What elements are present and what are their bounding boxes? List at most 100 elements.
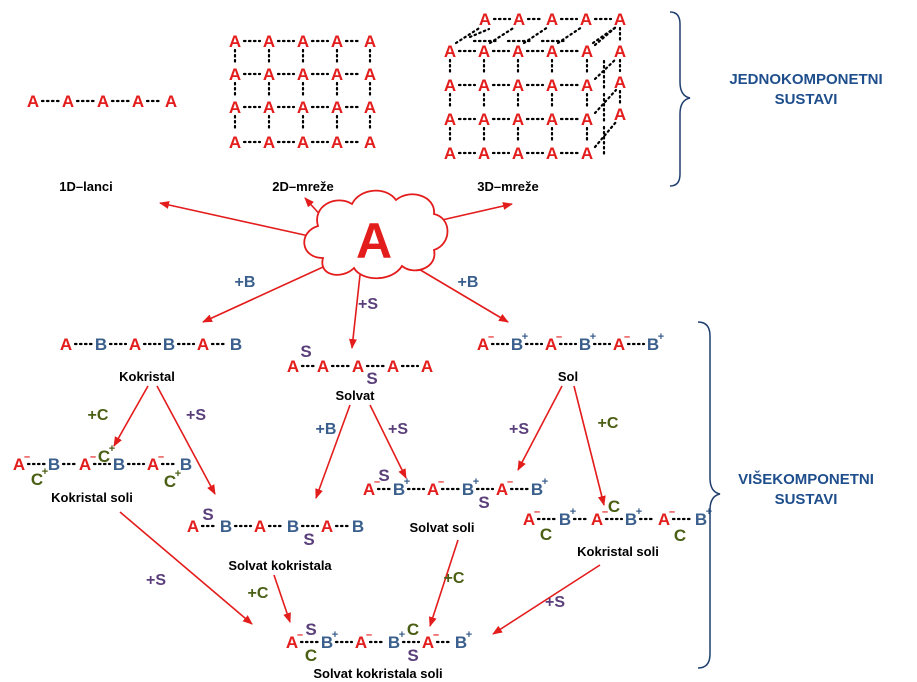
- label-solvate-cocrystal: Solvat kokristala: [228, 558, 332, 573]
- letter-A: A: [614, 10, 626, 29]
- charge-minus: –: [158, 451, 164, 463]
- arrow: [156, 385, 216, 495]
- arrow-label-solvate-to-solvate-salt: +S: [388, 421, 408, 438]
- bond-dots: [454, 25, 483, 45]
- letter-B: B: [113, 455, 125, 474]
- letter-A: A: [512, 110, 524, 129]
- arrow: [349, 274, 361, 349]
- bond-dots: [593, 88, 618, 115]
- letter-A: A: [287, 357, 299, 376]
- letter-A: A: [355, 633, 367, 652]
- letter-B: B: [180, 455, 192, 474]
- charge-minus: –: [24, 451, 30, 463]
- bond-dots: [593, 120, 618, 149]
- letter-B: B: [695, 510, 707, 529]
- letter-A: A: [286, 633, 298, 652]
- letter-A: A: [512, 76, 524, 95]
- letter-A: A: [427, 480, 439, 499]
- letter-S: S: [366, 369, 377, 388]
- brace-multi-component: [697, 321, 721, 669]
- arrow-label-solvate-salt-to-final: +C: [444, 570, 465, 587]
- bond-dots: [593, 57, 618, 81]
- letter-A: A: [229, 133, 241, 152]
- letter-A: A: [444, 110, 456, 129]
- charge-plus: +: [542, 476, 548, 488]
- letter-A: A: [546, 144, 558, 163]
- letter-A: A: [363, 480, 375, 499]
- letter-B: B: [455, 633, 467, 652]
- arrow-label-a-to-cocrystal: +B: [235, 274, 256, 291]
- letter-S: S: [300, 342, 311, 361]
- charge-minus: –: [534, 506, 540, 518]
- charge-minus: –: [507, 476, 513, 488]
- letter-A: A: [478, 76, 490, 95]
- charge-minus: –: [624, 331, 630, 343]
- letter-B: B: [220, 517, 232, 536]
- charge-plus: +: [466, 629, 472, 641]
- charge-plus: +: [175, 468, 181, 480]
- letter-B: B: [511, 335, 523, 354]
- letter-A: A: [580, 10, 592, 29]
- letter-A: A: [129, 335, 141, 354]
- letter-A: A: [352, 357, 364, 376]
- arrow-label-cocrystal-salt-to-final: +S: [146, 572, 166, 589]
- arrow-label-solvate-cocrystal-to-final: +C: [248, 585, 269, 602]
- letter-B: B: [352, 517, 364, 536]
- charge-plus: +: [658, 331, 664, 343]
- letter-A: A: [614, 105, 626, 124]
- letter-B: B: [48, 455, 60, 474]
- charge-plus: +: [404, 476, 410, 488]
- letter-A: A: [546, 42, 558, 61]
- letter-B: B: [579, 335, 591, 354]
- label-solvate-cocrystal-salt: Solvat kokristala soli: [313, 666, 442, 681]
- letter-A: A: [254, 517, 266, 536]
- transformation-arrows: +B+S+B+C+S+B+S+S+C+S+C+C+S: [88, 197, 619, 635]
- letter-B: B: [625, 510, 637, 529]
- letter-A: A: [546, 110, 558, 129]
- letter-A: A: [444, 144, 456, 163]
- letter-B: B: [95, 335, 107, 354]
- letter-A: A: [132, 92, 144, 111]
- charge-plus: +: [42, 466, 48, 478]
- letter-A: A: [479, 10, 491, 29]
- letter-A: A: [581, 110, 593, 129]
- letter-A: A: [297, 32, 309, 51]
- charge-plus: +: [473, 476, 479, 488]
- letter-A: A: [613, 335, 625, 354]
- arrow: [202, 261, 335, 323]
- letter-A: A: [581, 144, 593, 163]
- arrow-label-cocrystal-to-solvate-cocrystal: +S: [186, 407, 206, 424]
- arrow: [119, 511, 253, 625]
- letter-C: C: [674, 526, 686, 545]
- letter-A: A: [546, 76, 558, 95]
- letter-A: A: [187, 517, 199, 536]
- letter-A: A: [60, 335, 72, 354]
- arrow: [428, 539, 459, 627]
- charge-plus: +: [109, 443, 115, 455]
- letter-A: A: [321, 517, 333, 536]
- arrow-label-salt-to-cocrystal-salt: +C: [598, 415, 619, 432]
- letter-A: A: [581, 42, 593, 61]
- letter-A: A: [614, 73, 626, 92]
- label-1d-chains: 1D–lanci: [59, 179, 112, 194]
- arrow: [113, 385, 149, 447]
- letter-A: A: [421, 357, 433, 376]
- arrow: [573, 385, 606, 506]
- letter-A: A: [229, 32, 241, 51]
- charge-minus: –: [602, 506, 608, 518]
- letter-A: A: [512, 144, 524, 163]
- section-multi-line1: VIŠEKOMPONETNI: [738, 470, 874, 488]
- bond-dots: [591, 25, 618, 45]
- letter-A: A: [297, 133, 309, 152]
- letter-A: A: [444, 42, 456, 61]
- letter-B: B: [462, 480, 474, 499]
- letter-B: B: [287, 517, 299, 536]
- letter-A: A: [317, 357, 329, 376]
- letter-C: C: [98, 447, 110, 466]
- letter-A: A: [581, 76, 593, 95]
- charge-minus: –: [669, 506, 675, 518]
- letter-A: A: [331, 98, 343, 117]
- letter-C: C: [305, 646, 317, 665]
